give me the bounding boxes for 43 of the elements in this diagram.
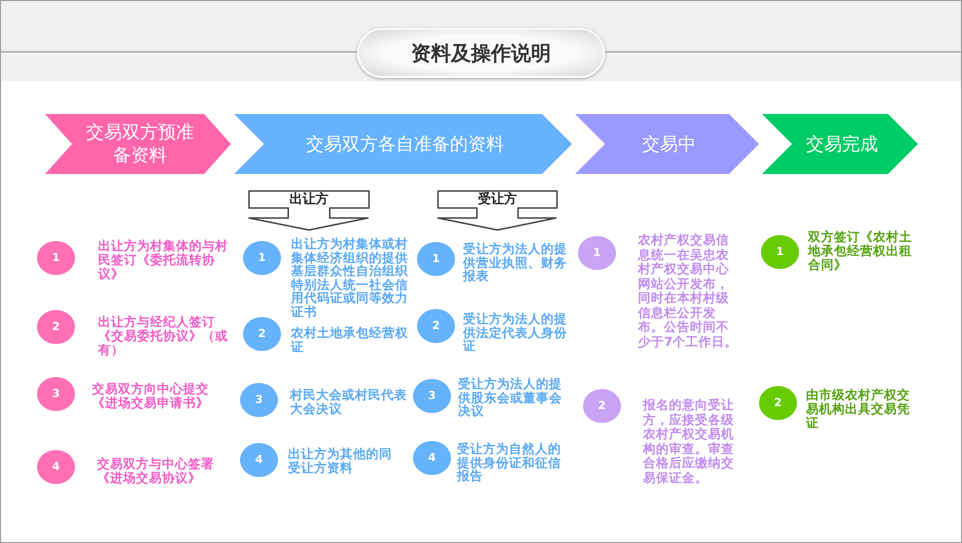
step-description: 出让方为村集体的与村民签订《委托流转协议》 (98, 239, 229, 281)
step-number: 2 (37, 310, 75, 344)
step-description: 受让方为法人的提供营业执照、财务报表 (463, 242, 568, 282)
step-number: 2 (583, 389, 621, 423)
stage-title: 交易双方各自准备的资料 (306, 132, 504, 156)
step-number: 1 (37, 241, 75, 275)
step-number: 1 (578, 236, 616, 270)
step-description: 受让方为法人的提供股东会或董事会决议 (458, 377, 563, 418)
step-number: 2 (417, 309, 455, 343)
stage-title: 交易完成 (806, 132, 878, 156)
step-number: 4 (240, 443, 278, 477)
step-description: 受让方为自然人的提供身份证和征信报告 (457, 442, 562, 482)
step-description: 报名的意向受让方，应接受各级农村产权交易机构的审查。审查合格后应缴纳交易保证金。 (643, 398, 735, 485)
step-description: 交易双方与中心签署《进场交易协议》 (97, 457, 215, 485)
stage-banner (762, 114, 918, 174)
step-description: 农村土地承包经营权证 (291, 326, 409, 353)
stage-banner (234, 114, 572, 174)
step-number: 1 (243, 241, 281, 275)
step-number: 3 (413, 379, 451, 413)
step-description: 由市级农村产权交易机构出具交易凭证 (806, 388, 911, 430)
step-number: 3 (37, 377, 75, 411)
page-title: 资料及操作说明 (357, 28, 605, 78)
step-number: 1 (761, 235, 799, 269)
step-description: 受让方为法人的提供法定代表人身份证 (463, 312, 568, 352)
step-number: 1 (417, 242, 455, 276)
party-label: 受让方 (477, 192, 518, 207)
step-number: 2 (759, 386, 797, 420)
stage-title: 交易双方预准备资料 (85, 121, 195, 167)
step-number: 4 (413, 441, 451, 475)
stage-banner (575, 114, 759, 174)
step-description: 出让方为村集体或村集体经济组织的提供基层群众性自治组织特别法人统一社会信用代码证或同等效力证书 (291, 237, 409, 318)
step-description: 双方签订《农村土地承包经营权出租合同》 (808, 230, 913, 272)
step-description: 交易双方向中心提交《进场交易申请书》 (92, 382, 210, 410)
party-label: 出让方 (288, 192, 330, 207)
step-number: 3 (240, 383, 278, 417)
step-number: 4 (37, 450, 75, 484)
step-description: 农村产权交易信息统一在吴忠农村产权交易中心网站公开发布，同时在本村村级信息栏公开发布。公告时间不少于7个工作日。 (638, 233, 739, 349)
step-description: 村民大会或村民代表大会决议 (290, 388, 408, 415)
step-description: 出让方与经纪人签订《交易委托协议》（或有） (98, 315, 229, 357)
step-number: 2 (243, 317, 281, 351)
stage-title: 交易中 (642, 132, 696, 156)
step-description: 出让方为其他的同受让方资料 (288, 447, 393, 474)
stage-banner (45, 114, 231, 174)
